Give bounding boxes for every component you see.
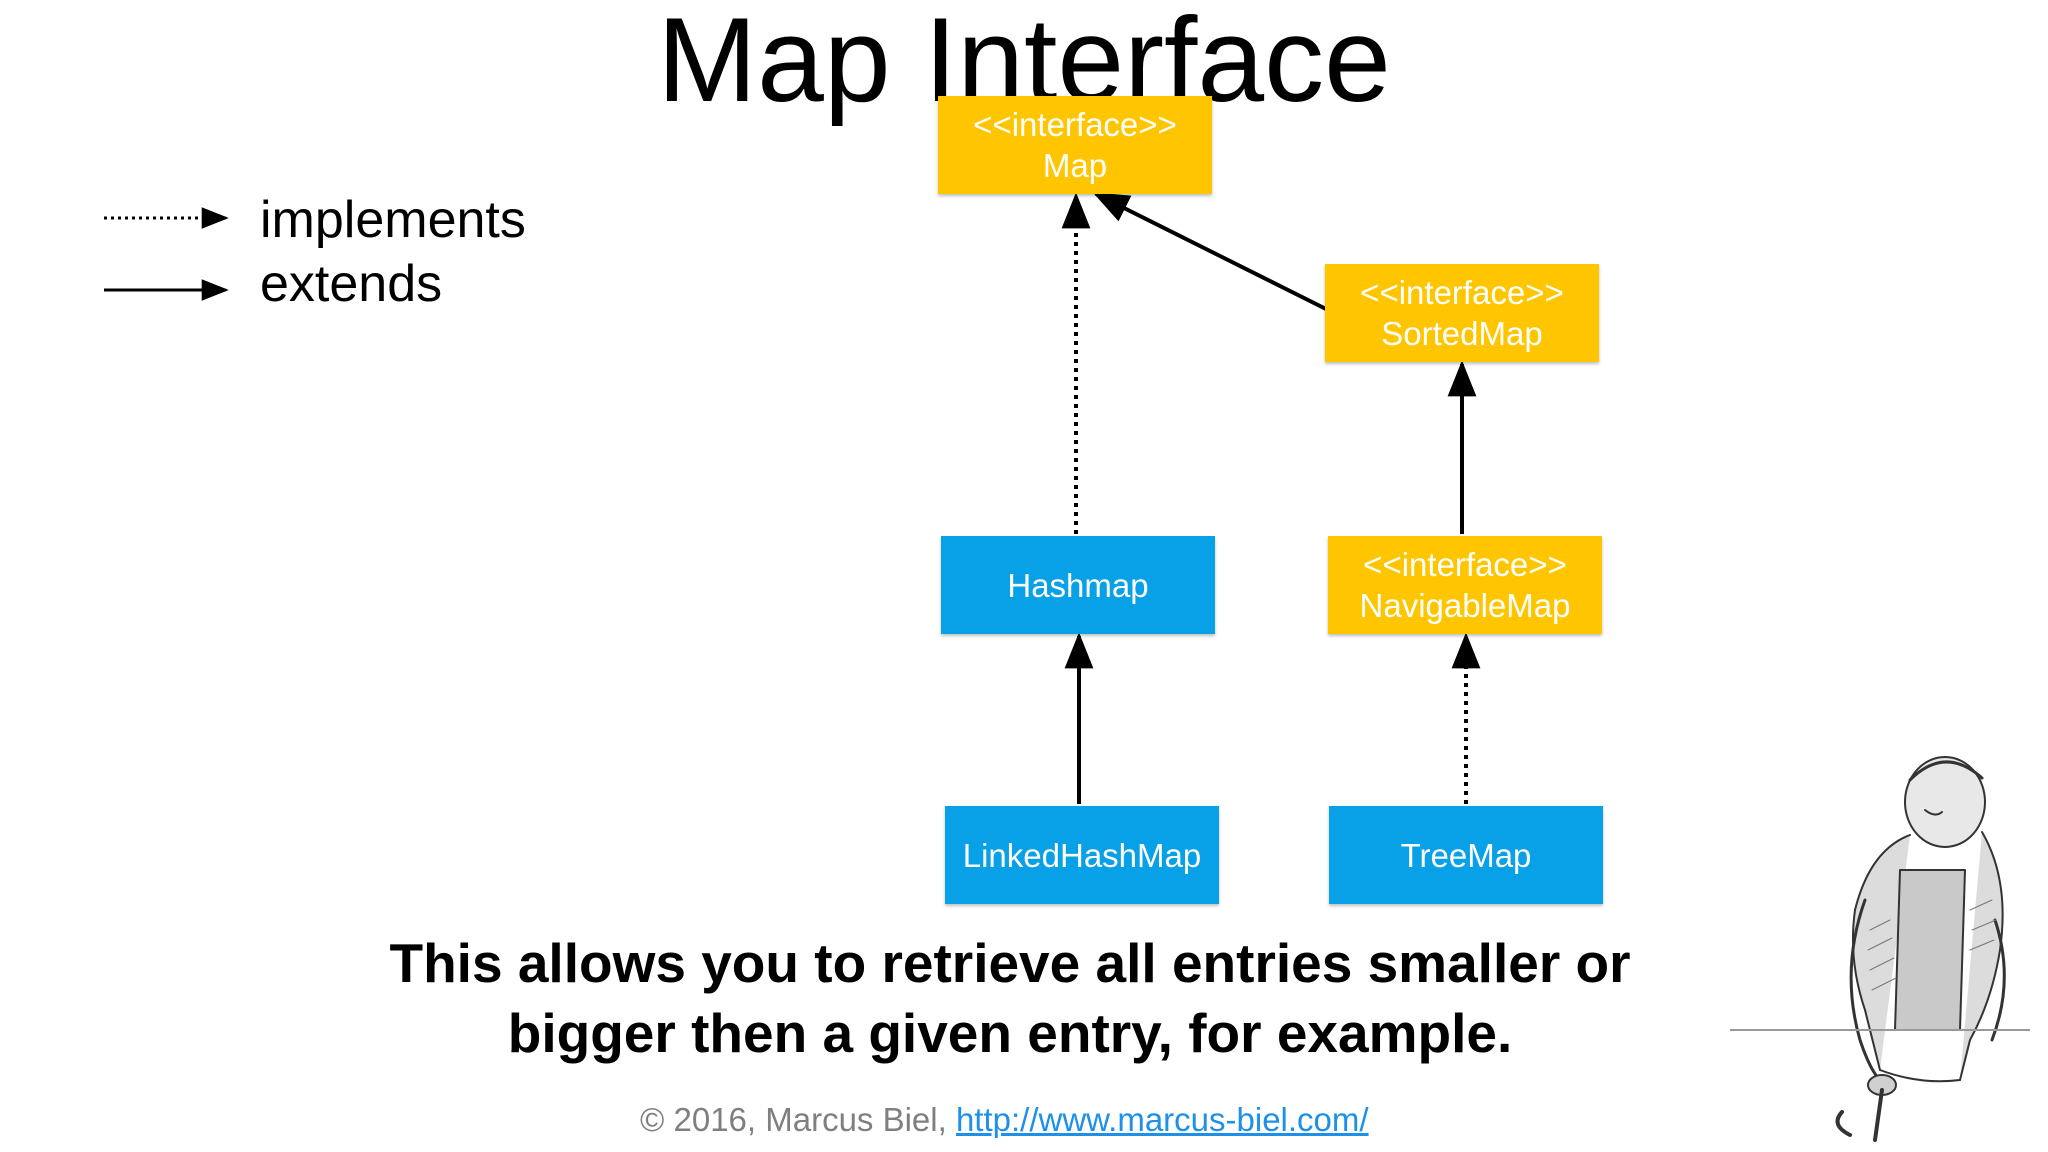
footer-link[interactable]: http://www.marcus-biel.com/: [955, 1101, 1369, 1138]
node-map-interface: <<interface>> Map: [938, 96, 1212, 194]
slide-footer: © 2016, Marcus Biel, http://www.marcus-b…: [640, 1100, 1420, 1140]
node-sortedmap-interface: <<interface>> SortedMap: [1325, 264, 1599, 362]
node-map-name: Map: [1042, 147, 1108, 184]
legend-implements-label: implements: [260, 191, 526, 249]
node-treemap-name: TreeMap: [1400, 836, 1532, 874]
caption-line-2: bigger then a given entry, for example.: [507, 1002, 1513, 1064]
node-sortedmap-stereotype: <<interface>>: [1360, 274, 1564, 311]
node-map-stereotype: <<interface>>: [973, 106, 1177, 143]
node-sortedmap-name: SortedMap: [1381, 315, 1543, 352]
node-linkedhashmap-class: LinkedHashMap: [945, 806, 1219, 904]
legend-extends-label: extends: [260, 255, 443, 313]
node-navigablemap-interface: <<interface>> NavigableMap: [1328, 536, 1602, 634]
edge-sortedmap-extends-map: [1092, 192, 1341, 318]
node-linkedhashmap-name: LinkedHashMap: [962, 836, 1202, 874]
footer-copyright: © 2016, Marcus Biel,: [640, 1101, 956, 1138]
node-hashmap-name: Hashmap: [1007, 566, 1149, 604]
slide-caption: This allows you to retrieve all entries …: [280, 928, 1740, 1068]
node-navigablemap-stereotype: <<interface>>: [1363, 546, 1567, 583]
craftsman-illustration: [1730, 756, 2030, 1142]
node-hashmap-class: Hashmap: [941, 536, 1215, 634]
caption-line-1: This allows you to retrieve all entries …: [389, 932, 1631, 994]
node-navigablemap-name: NavigableMap: [1359, 587, 1571, 624]
node-treemap-class: TreeMap: [1329, 806, 1603, 904]
